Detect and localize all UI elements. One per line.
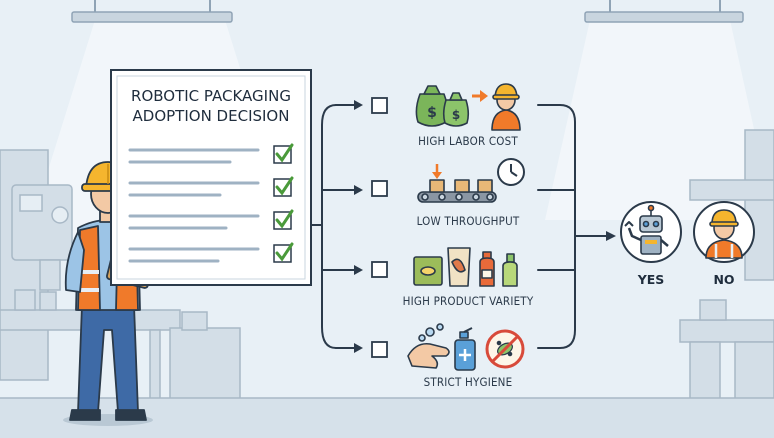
factor-label-high-product-variety: HIGH PRODUCT VARIETY <box>403 294 534 308</box>
factor-label-high-labor-cost: HIGH LABOR COST <box>418 134 518 148</box>
conveyor-belt-clock-icon <box>417 158 525 203</box>
checkbox-strict-hygiene[interactable] <box>371 341 388 358</box>
check-icon <box>273 176 294 197</box>
board-checklist <box>128 148 260 263</box>
check-icon <box>273 209 294 230</box>
assorted-products-icon <box>413 247 518 287</box>
checkbox-low-throughput[interactable] <box>371 180 388 197</box>
merge-connector-right <box>537 104 609 349</box>
ceiling-lamp-right-icon <box>584 0 744 23</box>
check-icon <box>273 143 294 164</box>
left-machinery-icon <box>0 149 241 401</box>
board-title-line-2: ADOPTION DECISION <box>133 107 290 125</box>
svg-text:$: $ <box>427 105 437 121</box>
checkbox-high-product-variety[interactable] <box>371 261 388 278</box>
branch-connector-left <box>310 104 356 349</box>
outcome-yes-label: YES <box>637 272 665 287</box>
robot-arm-yes-icon <box>620 201 682 263</box>
factor-label-low-throughput: LOW THROUGHPUT <box>417 214 520 228</box>
svg-text:$: $ <box>452 108 460 122</box>
handwash-no-germs-icon <box>407 323 525 371</box>
check-icon <box>273 242 294 263</box>
money-bags-to-worker-icon: $ $ <box>415 83 521 131</box>
outcome-no-label: NO <box>713 272 734 287</box>
checkbox-high-labor-cost[interactable] <box>371 97 388 114</box>
right-machinery-icon <box>679 129 774 403</box>
factor-checkboxes <box>371 97 388 358</box>
decision-board: ROBOTIC PACKAGING ADOPTION DECISION <box>110 69 312 286</box>
factor-label-strict-hygiene: STRICT HYGIENE <box>424 375 513 389</box>
ceiling-lamp-left-icon <box>71 0 233 23</box>
worker-no-icon <box>693 201 755 263</box>
board-check-icons <box>273 143 294 263</box>
branch-arrowheads <box>354 100 363 353</box>
board-title-line-1: ROBOTIC PACKAGING <box>131 87 291 105</box>
merge-arrowhead <box>606 231 616 241</box>
